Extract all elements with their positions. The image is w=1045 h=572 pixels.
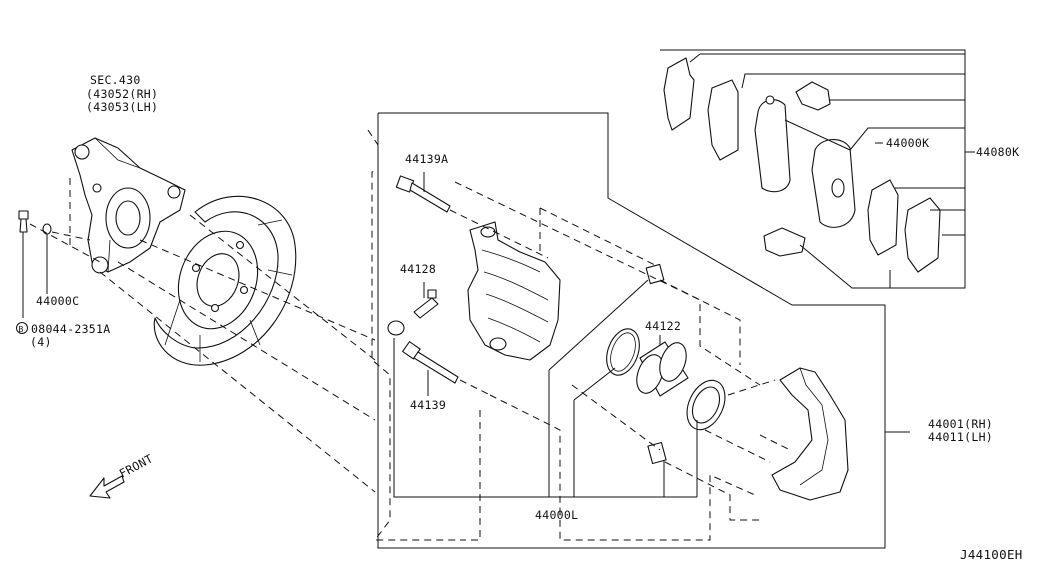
guide-pin-bolt-lower xyxy=(402,341,459,396)
dust-cap xyxy=(387,320,405,336)
caliper-bracket xyxy=(771,367,849,501)
label-sec430: SEC.430 xyxy=(90,73,141,87)
label-44139: 44139 xyxy=(410,398,446,412)
brake-pad-outer xyxy=(754,95,791,193)
label-knuckle-rh: (43052(RH) xyxy=(86,87,158,101)
bolt-callout-letter: B xyxy=(19,325,24,334)
label-44000l: 44000L xyxy=(535,508,578,522)
label-caliper-lh: 44011(LH) xyxy=(928,430,993,444)
steering-knuckle xyxy=(71,137,186,274)
piston-boot xyxy=(686,379,726,431)
guide-pin-bolt-upper xyxy=(395,172,451,213)
label-caliper-rh: 44001(RH) xyxy=(928,417,993,431)
label-44122: 44122 xyxy=(645,319,681,333)
leader-lines xyxy=(393,50,975,498)
washer xyxy=(42,223,52,294)
label-bolt-code: 08044-2351A xyxy=(31,322,110,336)
pad-clip-upper xyxy=(795,81,831,111)
label-44139a: 44139A xyxy=(405,152,448,166)
piston xyxy=(636,335,689,397)
bolt-callout-marker: B xyxy=(16,322,28,334)
inner-shim-2 xyxy=(904,197,941,273)
front-arrow: FRONT xyxy=(89,451,155,499)
label-44080k: 44080K xyxy=(976,145,1019,159)
slide-pin-boot-lower xyxy=(647,441,667,465)
outer-shim-2 xyxy=(707,79,739,161)
label-44000k: 44000K xyxy=(886,136,929,150)
brake-pad-inner xyxy=(811,139,856,228)
label-44000c: 44000C xyxy=(36,294,79,308)
assembly-dashed-lines xyxy=(29,129,791,541)
label-44128: 44128 xyxy=(400,262,436,276)
label-bolt-qty: (4) xyxy=(30,335,52,349)
label-knuckle-lh: (43053(LH) xyxy=(86,100,158,114)
diagram-code: J44100EH xyxy=(960,547,1023,562)
piston-seal xyxy=(606,328,640,376)
mounting-bolt xyxy=(18,210,29,318)
inner-shim xyxy=(867,179,899,256)
pad-clip-lower xyxy=(763,227,806,257)
outer-shim xyxy=(663,57,695,131)
front-label: FRONT xyxy=(117,451,155,480)
caliper-body xyxy=(467,221,561,361)
bleeder-screw xyxy=(413,282,439,319)
dust-shield xyxy=(153,195,297,366)
slide-pin-boot-upper xyxy=(645,263,665,285)
